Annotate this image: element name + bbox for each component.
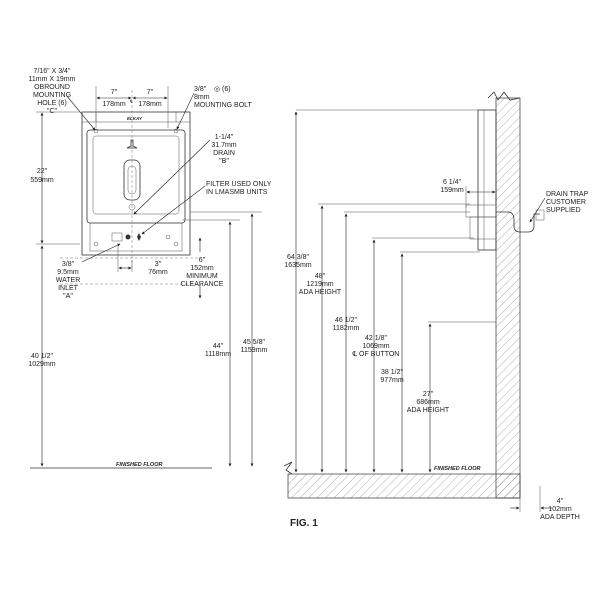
- offset-6-inch: 6 1/4": [443, 179, 462, 186]
- svg-text:3/8": 3/8": [194, 86, 207, 93]
- side-unit-profile: [477, 109, 497, 251]
- svg-text:1069mm: 1069mm: [362, 343, 389, 350]
- height-45-mm: 1159mm: [241, 347, 268, 354]
- svg-text:48": 48": [315, 273, 326, 280]
- button-icon: [125, 234, 131, 240]
- height-22-mm: 559mm: [30, 177, 54, 184]
- drain-trap-callout: DRAIN TRAP CUSTOMER SUPPLIED: [529, 191, 589, 223]
- drain-trap-icon: [496, 211, 540, 233]
- height-40-inch: 40 1/2": [31, 353, 53, 360]
- svg-text:CLEARANCE: CLEARANCE: [181, 281, 224, 288]
- depth-mm: 102mm: [548, 506, 572, 513]
- svg-text:"A": "A": [63, 293, 73, 300]
- height-44-mm: 1118mm: [205, 351, 231, 358]
- span-left-inch: 7": [111, 89, 118, 96]
- floor-section: [287, 473, 521, 499]
- figure-caption: FIG. 1: [290, 518, 318, 529]
- svg-text:11mm X 19mm: 11mm X 19mm: [29, 76, 76, 83]
- front-view: ELKAY 7" 178mm 7" 178mm ℄ 7/16" X 3/4": [28, 68, 272, 469]
- svg-text:"B": "B": [219, 158, 229, 165]
- svg-text:IN LMASMB UNITS: IN LMASMB UNITS: [206, 189, 268, 196]
- svg-text:MOUNTING BOLT: MOUNTING BOLT: [194, 102, 253, 109]
- svg-text:42 1/8": 42 1/8": [365, 335, 387, 342]
- svg-text:1219mm: 1219mm: [306, 281, 333, 288]
- height-64-mm: 1635mm: [284, 262, 311, 269]
- svg-text:31.7mm: 31.7mm: [211, 142, 236, 149]
- filter-callout: FILTER USED ONLY IN LMASMB UNITS: [141, 181, 272, 235]
- height-22-inch: 22": [37, 168, 48, 175]
- drain-callout: 1-1/4" 31.7mm DRAIN "B": [133, 134, 237, 215]
- height-38-mm: 977mm: [380, 377, 404, 384]
- svg-text:MOUNTING: MOUNTING: [33, 92, 71, 99]
- svg-text:HOLE (6): HOLE (6): [37, 100, 67, 107]
- svg-text:CUSTOMER: CUSTOMER: [546, 199, 586, 206]
- svg-text:9.5mm: 9.5mm: [57, 269, 79, 276]
- svg-text:SUPPLIED: SUPPLIED: [546, 207, 581, 214]
- svg-text:7/16" X 3/4": 7/16" X 3/4": [34, 68, 71, 75]
- svg-text:OBROUND: OBROUND: [34, 84, 70, 91]
- center-mark: ℄: [129, 99, 134, 104]
- svg-text:686mm: 686mm: [416, 399, 440, 406]
- svg-text:27": 27": [423, 391, 434, 398]
- offset-3-inch: 3": [155, 261, 162, 268]
- mounting-hole-icon: [173, 241, 179, 247]
- span-right-inch: 7": [147, 89, 154, 96]
- height-38-inch: 38 1/2": [381, 369, 403, 376]
- mounting-hole-icon: [173, 128, 179, 134]
- svg-text:INLET: INLET: [58, 285, 79, 292]
- front-floor-label: FINISHED FLOOR: [116, 462, 162, 468]
- svg-text:3/8": 3/8": [62, 261, 75, 268]
- depth-label: ADA DEPTH: [540, 514, 580, 521]
- offset-6-mm: 159mm: [440, 187, 464, 194]
- side-view: 64 3/8" 1635mm 48" 1219mm ADA HEIGHT 46 …: [283, 91, 589, 521]
- offset-3-mm: 76mm: [148, 269, 168, 276]
- svg-text:℄ OF BUTTON: ℄ OF BUTTON: [352, 351, 400, 358]
- svg-text:152mm: 152mm: [190, 265, 214, 272]
- front-lower-panel: [89, 222, 183, 252]
- svg-text:ADA HEIGHT: ADA HEIGHT: [407, 407, 450, 414]
- svg-text:FILTER USED ONLY: FILTER USED ONLY: [206, 181, 272, 188]
- svg-text:"C": "C": [47, 108, 58, 115]
- height-44-inch: 44": [213, 343, 224, 350]
- span-left-mm: 178mm: [102, 101, 126, 108]
- height-40-mm: 1029mm: [28, 361, 55, 368]
- svg-text:1-1/4": 1-1/4": [215, 134, 234, 141]
- depth-inch: 4": [557, 498, 564, 505]
- svg-text:ADA HEIGHT: ADA HEIGHT: [299, 289, 342, 296]
- svg-text:◎ (6): ◎ (6): [214, 86, 231, 93]
- svg-text:DRAIN: DRAIN: [213, 150, 235, 157]
- height-64-inch: 64 3/8": [287, 254, 309, 261]
- height-45-inch: 45 5/8": [243, 339, 265, 346]
- front-unit-body: [81, 111, 191, 256]
- water-inlet-callout: 3/8" 9.5mm WATER INLET "A": [56, 243, 121, 300]
- svg-text:6": 6": [199, 257, 206, 264]
- svg-text:WATER: WATER: [56, 277, 81, 284]
- mounting-hole-icon: [93, 128, 99, 134]
- bolt-callout: 3/8" ◎ (6) 8mm MOUNTING BOLT: [176, 86, 253, 130]
- filter-indicator-icon: [137, 233, 141, 241]
- svg-text:MINIMUM: MINIMUM: [186, 273, 218, 280]
- span-right-mm: 178mm: [138, 101, 162, 108]
- brand-label: ELKAY: [127, 116, 143, 121]
- svg-text:DRAIN TRAP: DRAIN TRAP: [546, 191, 589, 198]
- filler-nozzle: [126, 139, 138, 149]
- wall-section: [495, 97, 521, 499]
- hole-callout: 7/16" X 3/4" 11mm X 19mm OBROUND MOUNTIN…: [29, 68, 96, 131]
- mounting-hole-icon: [93, 241, 99, 247]
- height-46-mm: 1182mm: [333, 325, 360, 332]
- height-46-inch: 46 1/2": [335, 317, 357, 324]
- side-floor-label: FINISHED FLOOR: [434, 466, 480, 472]
- svg-text:8mm: 8mm: [194, 94, 210, 101]
